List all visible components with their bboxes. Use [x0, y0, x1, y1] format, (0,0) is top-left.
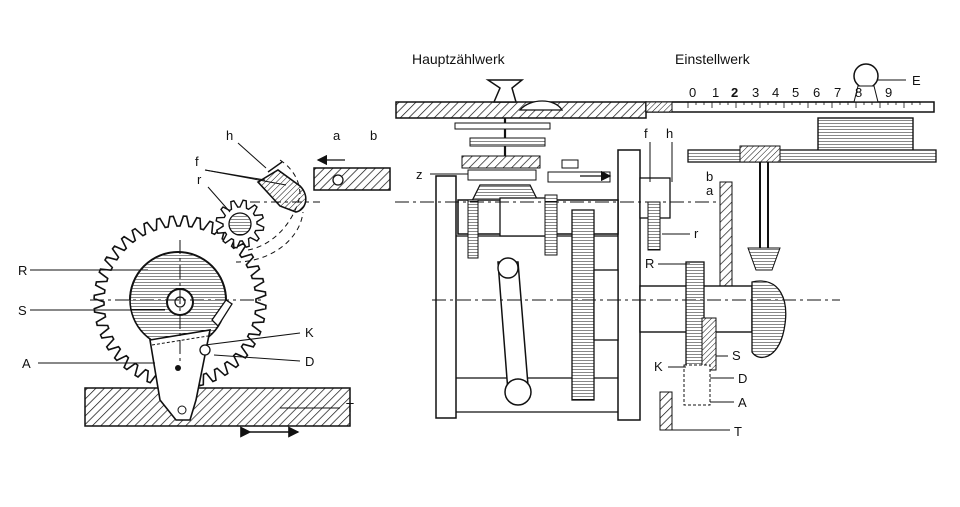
label-T-right: T [734, 424, 742, 439]
label-a-left: a [333, 128, 341, 143]
heading-setting-mechanism: Einstellwerk [675, 51, 751, 67]
scale-digits: 0 1 2 3 4 5 6 7 8 9 [689, 85, 892, 100]
label-R-right: R [645, 256, 654, 271]
frame-right [617, 149, 641, 421]
scale-digit-5: 5 [792, 85, 799, 100]
label-T-left: T [346, 400, 354, 415]
label-R-left: R [18, 263, 27, 278]
label-A-left: A [22, 356, 31, 371]
label-f-left: f [195, 154, 199, 169]
base-plate-T-right [659, 391, 673, 431]
label-S-left: S [18, 303, 27, 318]
scale-digit-4: 4 [772, 85, 779, 100]
label-A-right: A [738, 395, 747, 410]
finger-h [256, 169, 307, 213]
right-front-view [395, 63, 937, 431]
scale-digit-6: 6 [813, 85, 820, 100]
scale-digit-3: 3 [752, 85, 759, 100]
scale-digit-2: 2 [731, 85, 738, 100]
left-view-labels: h a b f r R S A K D T [18, 128, 377, 415]
setting-drum [817, 117, 914, 155]
label-E: E [912, 73, 921, 88]
scale-digit-7: 7 [834, 85, 841, 100]
label-K-left: K [305, 325, 314, 340]
frame-left [435, 175, 457, 419]
scale-digit-0: 0 [689, 85, 696, 100]
scale-digit-1: 1 [712, 85, 719, 100]
slider-b [313, 167, 391, 191]
lever-A [149, 329, 212, 421]
right-view-labels: E z f h b a r R K S D A T [416, 73, 921, 439]
label-S-right: S [732, 348, 741, 363]
label-a-right: a [706, 183, 714, 198]
label-h-right: h [666, 126, 673, 141]
base-plate-T [84, 387, 351, 427]
scale-digit-9: 9 [885, 85, 892, 100]
label-h-left: h [226, 128, 233, 143]
scale-digit-8: 8 [855, 85, 862, 100]
label-D-left: D [305, 354, 314, 369]
scale-ticks [687, 102, 921, 108]
label-K-right: K [654, 359, 663, 374]
label-b-left: b [370, 128, 377, 143]
label-z: z [416, 167, 423, 182]
heading-main-counter: Hauptzählwerk [412, 51, 506, 67]
label-b-right: b [706, 169, 713, 184]
label-D-right: D [738, 371, 747, 386]
label-r-left: r [197, 172, 202, 187]
left-side-view [30, 142, 391, 438]
label-r-right: r [694, 226, 699, 241]
label-f-right: f [644, 126, 648, 141]
